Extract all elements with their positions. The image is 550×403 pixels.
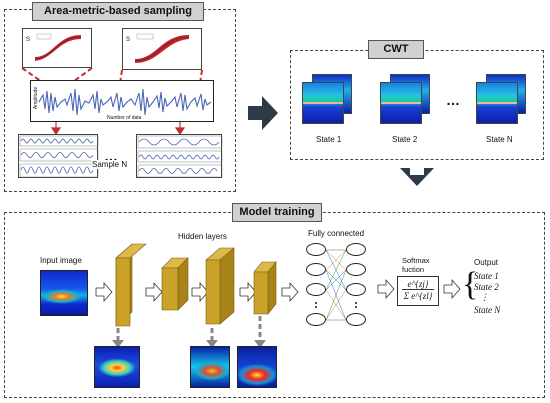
fc-neuron-right-2 bbox=[346, 263, 366, 276]
conv-layer-3 bbox=[205, 247, 235, 325]
arrow-to-training bbox=[400, 168, 434, 186]
signal-waveform bbox=[38, 88, 212, 116]
fc-neuron-right-4 bbox=[346, 313, 366, 326]
cwt-state2-image bbox=[380, 82, 422, 124]
conv-layer-1 bbox=[115, 243, 147, 327]
hidden-layers-label: Hidden layers bbox=[178, 232, 227, 241]
cwt-state1-image bbox=[302, 82, 344, 124]
output-state-n: State N bbox=[474, 305, 501, 315]
cdf-right-s-label: S bbox=[126, 37, 131, 43]
softmax-numerator: e^{zj} bbox=[402, 279, 434, 290]
input-image bbox=[40, 270, 88, 316]
output-state-1: State 1 bbox=[474, 271, 499, 281]
cwt-ellipsis: … bbox=[446, 92, 460, 108]
output-brace: { bbox=[462, 266, 479, 303]
feature-map-2 bbox=[190, 346, 230, 388]
sample-n-label: Sample N bbox=[92, 160, 128, 169]
cwt-title: CWT bbox=[368, 40, 424, 59]
softmax-label-2: fuction bbox=[402, 265, 425, 274]
input-image-label: Input image bbox=[40, 256, 82, 265]
cnn-arrow-4 bbox=[239, 281, 257, 303]
softmax-denominator: Σ e^{zl} bbox=[403, 291, 433, 301]
sample-waves-left bbox=[18, 134, 99, 178]
output-label: Output bbox=[474, 258, 499, 267]
fc-label: Fully connected bbox=[308, 229, 365, 238]
sample-waves-right bbox=[136, 134, 223, 178]
cwt-staten-image bbox=[476, 82, 518, 124]
cwt-state1-label: State 1 bbox=[316, 135, 342, 144]
cdf-left-s-label: S bbox=[26, 37, 31, 43]
sample-waves-right-graphic bbox=[137, 135, 223, 178]
output-state-2: State 2 bbox=[474, 282, 499, 292]
cnn-arrow-7 bbox=[443, 278, 461, 300]
output-dots: ⋮ bbox=[480, 292, 489, 302]
cdf-plot-left-graphic bbox=[34, 33, 82, 61]
conv-layer-2 bbox=[161, 257, 189, 311]
arrow-to-cwt bbox=[248, 96, 278, 130]
cnn-arrow-6 bbox=[377, 278, 395, 300]
training-title: Model training bbox=[232, 203, 322, 222]
cnn-arrow-5 bbox=[281, 281, 299, 303]
cdf-plot-right-graphic bbox=[134, 33, 190, 63]
cnn-arrow-1 bbox=[95, 281, 113, 303]
cwt-staten-label: State N bbox=[486, 135, 513, 144]
feature-map-1 bbox=[94, 346, 140, 388]
cdf-plot-right: S bbox=[122, 28, 202, 70]
sample-waves-left-graphic bbox=[19, 135, 99, 178]
fc-neuron-left-3 bbox=[306, 283, 326, 296]
cnn-arrow-3 bbox=[191, 281, 209, 303]
fc-neuron-right-3 bbox=[346, 283, 366, 296]
signal-xlabel: Number of data bbox=[107, 115, 142, 121]
softmax-label-1: Softmax bbox=[402, 256, 430, 265]
fc-neuron-left-2 bbox=[306, 263, 326, 276]
softmax-formula: e^{zj} Σ e^{zl} bbox=[397, 276, 439, 306]
cnn-arrow-2 bbox=[145, 281, 163, 303]
fc-neuron-left-4 bbox=[306, 313, 326, 326]
conv-layer-4 bbox=[253, 261, 277, 315]
fc-neuron-left-1 bbox=[306, 243, 326, 256]
feature-map-3 bbox=[237, 346, 277, 388]
cwt-state2-label: State 2 bbox=[392, 135, 418, 144]
sampling-title: Area-metric-based sampling bbox=[32, 2, 204, 21]
fc-neuron-right-1 bbox=[346, 243, 366, 256]
cdf-plot-left: S bbox=[22, 28, 92, 68]
signal-plot: Amplitude Number of data bbox=[30, 80, 214, 122]
